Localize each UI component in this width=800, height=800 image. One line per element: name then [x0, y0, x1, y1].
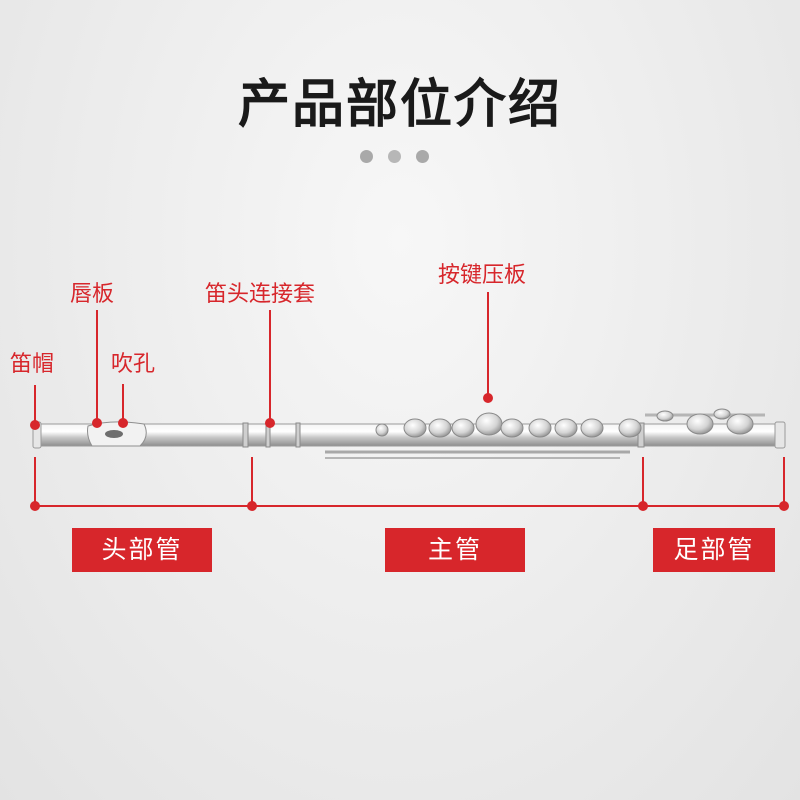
section-foot-joint: 足部管: [653, 528, 775, 572]
page-title: 产品部位介绍: [237, 75, 562, 135]
section-head-joint: 头部管: [72, 528, 212, 572]
dot-indicator: [416, 150, 429, 163]
section-bracket: [30, 457, 789, 511]
flute-body: [32, 408, 786, 459]
label-headjoint-cap: 笛帽: [10, 352, 55, 377]
label-embouchure-hole: 吹孔: [111, 352, 156, 377]
dot-indicator: [360, 150, 373, 163]
key-cluster: [375, 408, 754, 438]
label-key-pads: 按键压板: [438, 263, 527, 288]
leader-lines: [30, 292, 493, 430]
label-tenon: 笛头连接套: [205, 282, 316, 307]
section-body-joint: 主管: [385, 528, 525, 572]
dot-indicator: [388, 150, 401, 163]
label-lip-plate: 唇板: [70, 282, 115, 307]
carousel-dots: [360, 150, 440, 164]
